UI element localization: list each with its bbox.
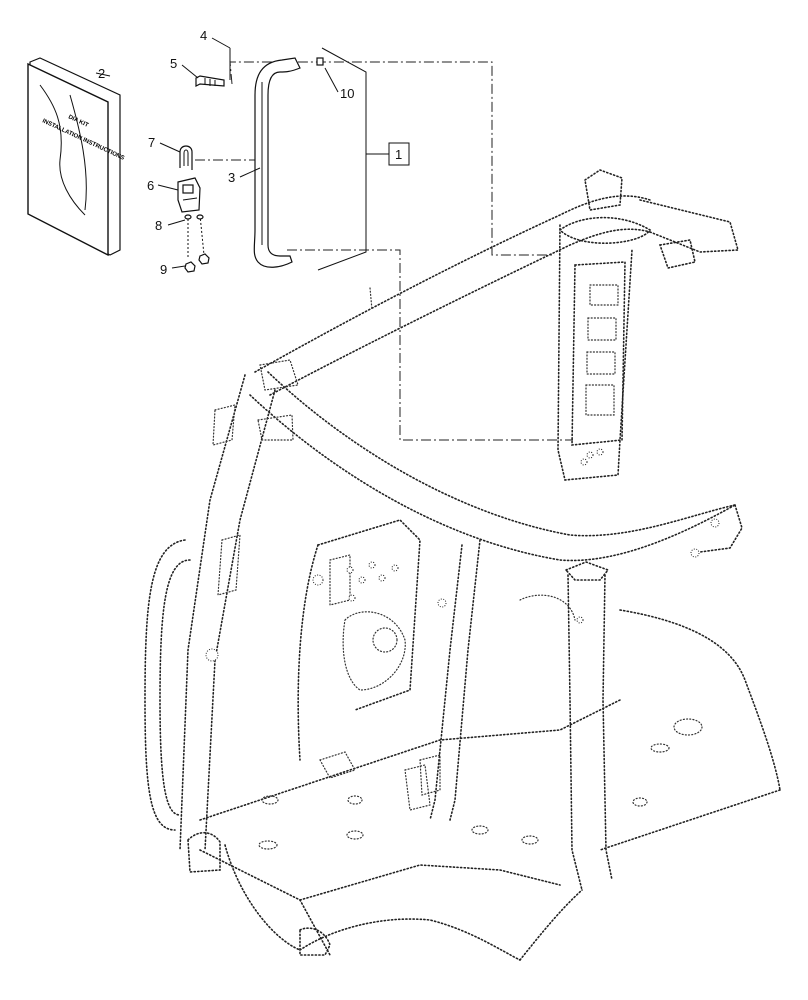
callout-9: 9 (160, 262, 167, 277)
kit-bracket (317, 47, 389, 271)
callout-4: 4 (200, 28, 207, 43)
callout-1-box (388, 142, 410, 166)
callout-6: 6 (147, 178, 154, 193)
grab-handle (253, 57, 301, 268)
callout-10: 10 (340, 86, 354, 101)
callouts: 2 4 5 10 7 6 3 1 8 9 (98, 28, 410, 277)
callout-7: 7 (148, 135, 155, 150)
part-8-screws (184, 214, 205, 258)
callout-5: 5 (170, 56, 177, 71)
part-6-bracket (177, 177, 201, 213)
cab-frame (144, 169, 781, 961)
installation-manual: DIA KIT INSTALLATION INSTRUCTIONS (27, 57, 125, 257)
phantom-lines (195, 61, 573, 441)
callout-leaders (95, 37, 339, 269)
callout-2: 2 (98, 66, 105, 81)
part-7-clip (179, 145, 193, 170)
callout-8: 8 (155, 218, 162, 233)
part-9-nuts (184, 253, 210, 273)
part-5-bolt (195, 75, 225, 87)
part-10-nut (316, 57, 324, 66)
callout-3: 3 (228, 170, 235, 185)
callout-1: 1 (395, 147, 402, 162)
